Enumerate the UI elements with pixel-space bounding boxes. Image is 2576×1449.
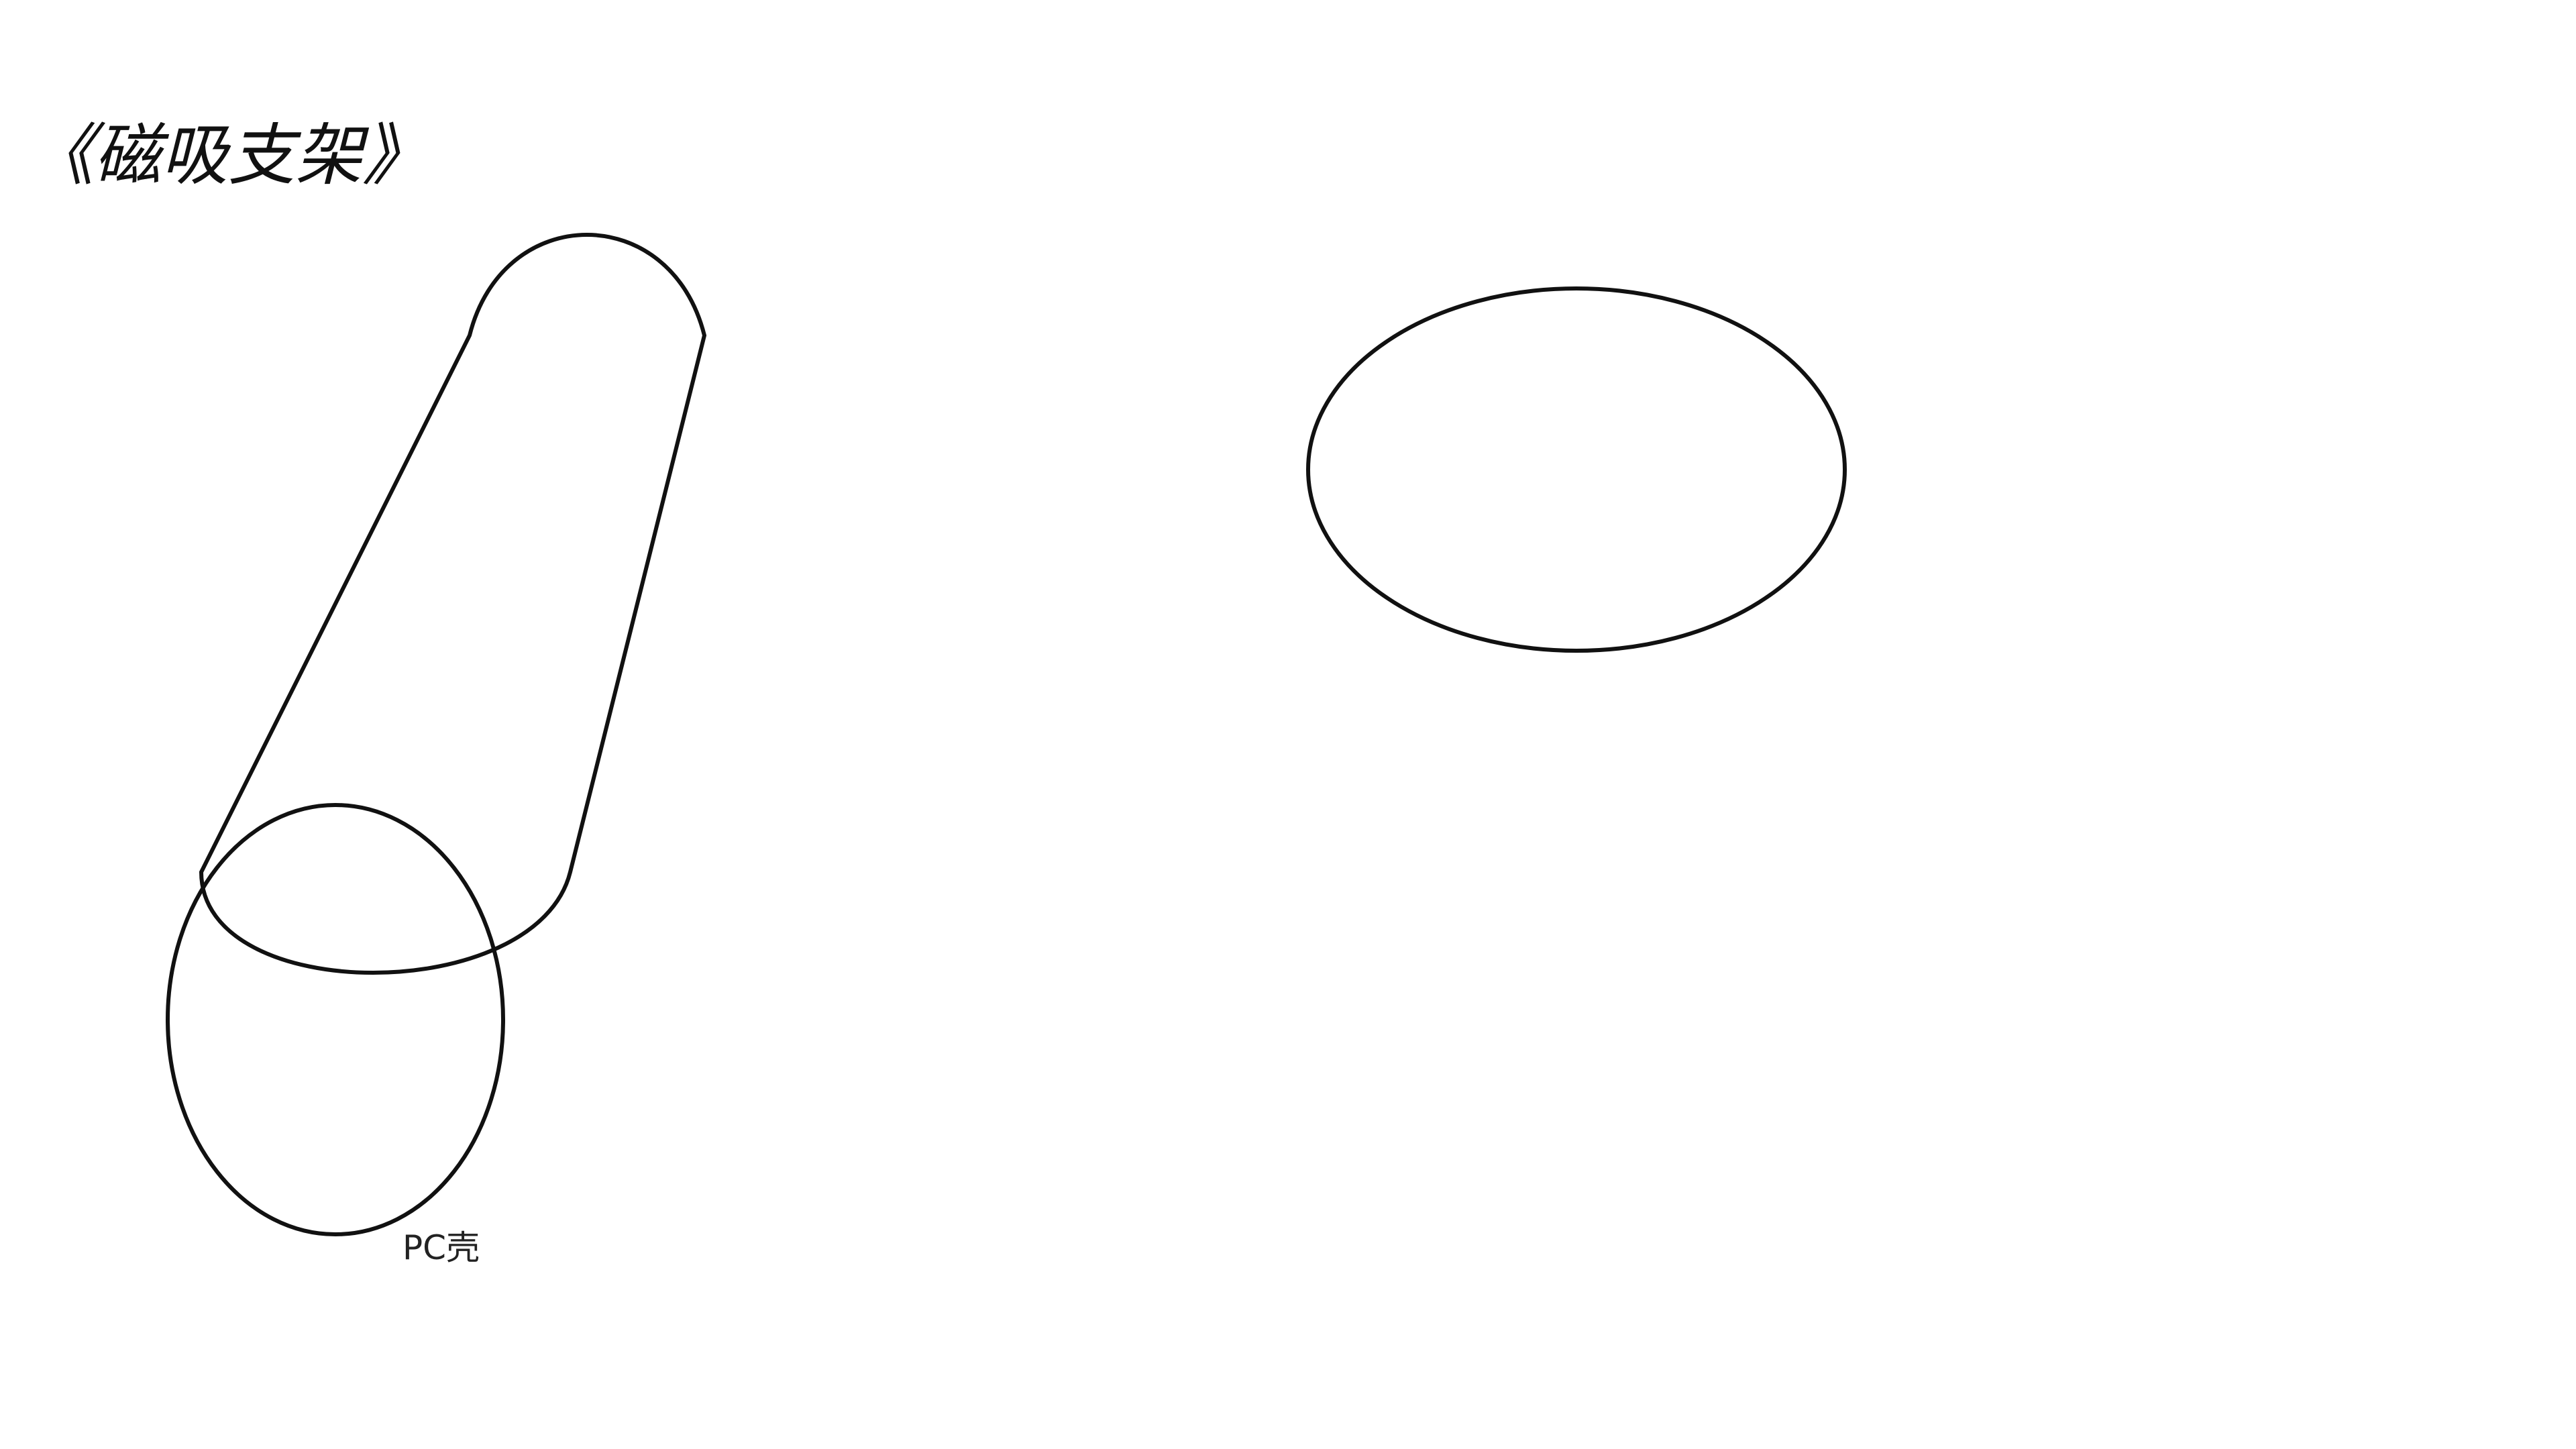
lens-ring [1306,286,1847,653]
ring-outline [166,803,505,1236]
handle-outline [199,233,707,975]
sketch-title: 《磁吸支架》 [27,116,429,195]
annotation-note: PC壳 [402,1228,480,1267]
